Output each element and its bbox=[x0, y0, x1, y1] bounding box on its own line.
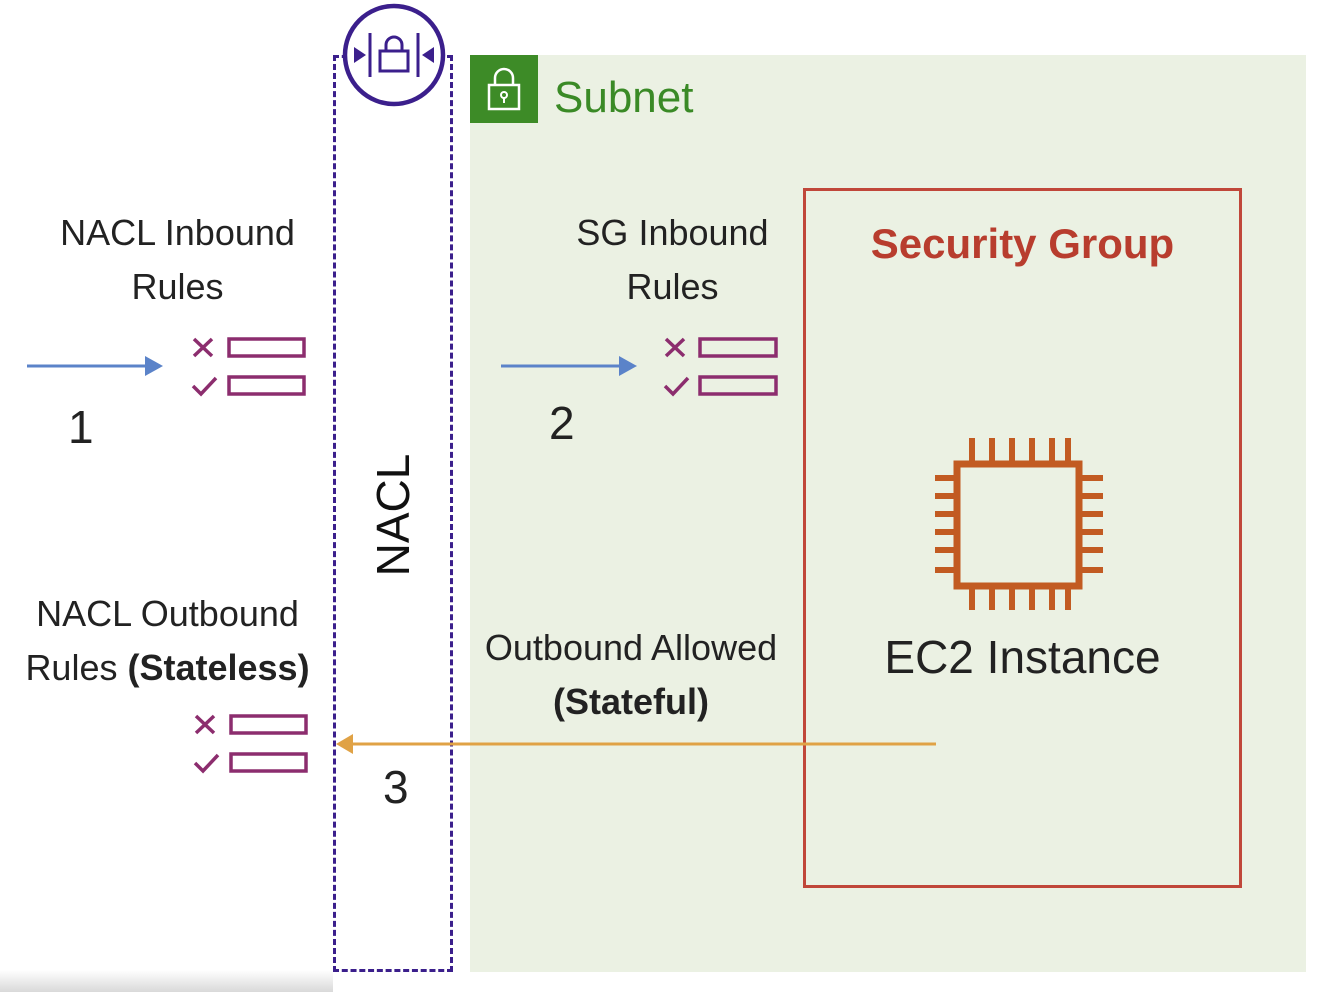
nacl-outbound-rules-icon bbox=[193, 714, 308, 774]
sg-inbound-line1: SG Inbound bbox=[576, 212, 769, 253]
bottom-edge-shadow bbox=[0, 970, 333, 992]
nacl-outbound-title: NACL Outbound Rules (Stateless) bbox=[10, 587, 325, 695]
subnet-title: Subnet bbox=[554, 73, 694, 122]
security-group-box bbox=[803, 188, 1242, 888]
outbound-arrow-3 bbox=[336, 734, 936, 754]
outbound-allowed-title: Outbound Allowed (Stateful) bbox=[455, 621, 807, 729]
nacl-inbound-line2: Rules bbox=[131, 266, 224, 307]
sg-inbound-title: SG Inbound Rules bbox=[545, 206, 800, 314]
nacl-outbound-line1: NACL Outbound bbox=[36, 593, 299, 634]
outbound-allowed-stateful: (Stateful) bbox=[553, 681, 709, 722]
nacl-gateway-icon bbox=[342, 3, 446, 107]
nacl-inbound-title: NACL Inbound Rules bbox=[40, 206, 315, 314]
security-group-title: Security Group bbox=[870, 220, 1175, 267]
nacl-outbound-line2-prefix: Rules bbox=[25, 647, 128, 688]
nacl-inbound-line1: NACL Inbound bbox=[60, 212, 295, 253]
nacl-inbound-rules-icon bbox=[191, 337, 306, 397]
chip-icon bbox=[935, 438, 1103, 610]
sg-inbound-rules-icon bbox=[663, 337, 778, 397]
inbound-arrow-1 bbox=[27, 356, 163, 376]
step-3-number: 3 bbox=[383, 761, 409, 813]
ec2-instance-label: EC2 Instance bbox=[884, 631, 1161, 683]
sg-inbound-line2: Rules bbox=[626, 266, 719, 307]
step-1-number: 1 bbox=[68, 401, 94, 453]
inbound-arrow-2 bbox=[501, 356, 637, 376]
subnet-badge bbox=[470, 55, 538, 123]
lock-icon bbox=[487, 67, 521, 111]
subnet-area bbox=[470, 55, 1306, 972]
nacl-outbound-stateless: (Stateless) bbox=[127, 647, 310, 688]
step-2-number: 2 bbox=[549, 397, 575, 449]
outbound-allowed-line1: Outbound Allowed bbox=[484, 627, 778, 668]
